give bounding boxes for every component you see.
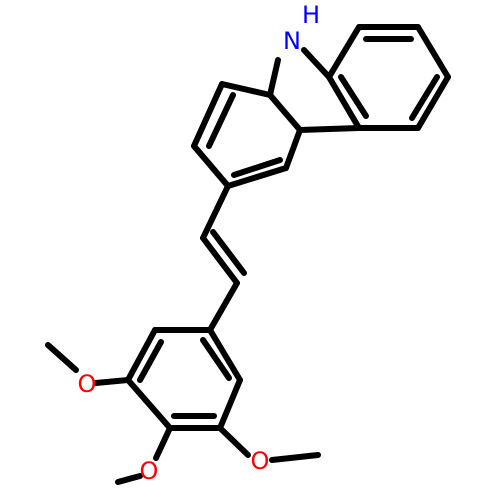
bond — [191, 81, 225, 149]
bond — [217, 425, 251, 458]
bond — [415, 24, 451, 80]
bond — [231, 157, 283, 178]
bond — [338, 74, 369, 119]
bond — [409, 74, 440, 121]
bond — [200, 337, 232, 381]
bond — [210, 229, 247, 276]
bond — [283, 127, 303, 171]
oxygen-atom-label: O — [78, 370, 97, 398]
nitrogen-atom-label: N — [283, 27, 301, 55]
bond — [217, 377, 243, 431]
bond — [200, 183, 231, 241]
bond — [269, 452, 321, 463]
bond — [137, 339, 164, 383]
oxygen-atom-label: O — [140, 457, 159, 485]
bond — [297, 125, 362, 133]
bond — [153, 425, 173, 461]
bond — [267, 57, 281, 98]
bond — [45, 342, 79, 373]
bond — [219, 81, 273, 98]
bond — [200, 235, 240, 286]
bond — [125, 327, 158, 383]
bond — [207, 327, 243, 383]
bond — [301, 47, 332, 80]
bond — [267, 92, 303, 133]
bond — [191, 143, 231, 189]
bond — [415, 74, 451, 131]
hydrogen-atom-label: H — [302, 1, 320, 29]
bond — [93, 377, 131, 386]
bond — [115, 473, 143, 485]
bond — [326, 74, 362, 131]
bond — [326, 24, 362, 80]
oxygen-atom-label: O — [251, 447, 270, 475]
bond — [207, 280, 240, 333]
bond — [206, 92, 236, 149]
bond — [225, 165, 289, 189]
bond — [125, 377, 173, 431]
